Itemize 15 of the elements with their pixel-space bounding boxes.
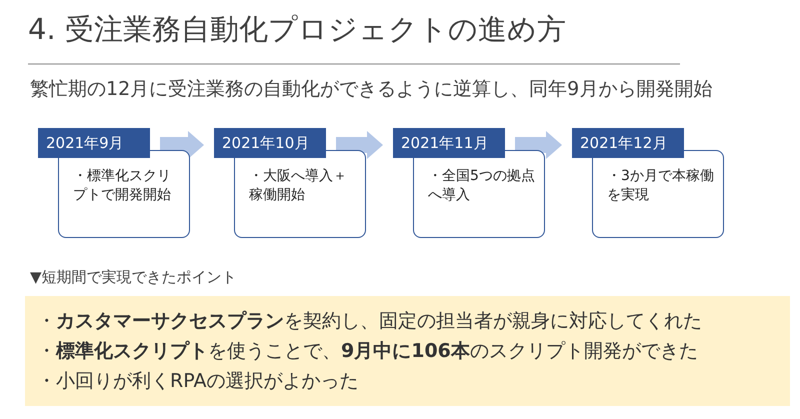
date-tab: 2021年9月 bbox=[38, 128, 150, 158]
note-panel bbox=[25, 296, 790, 406]
point-text: ・小回りが利くRPAの選択がよかった bbox=[37, 369, 358, 394]
text-box: ・標準化スクリプトで開発開始 bbox=[58, 150, 190, 238]
subtitle: 繁忙期の12月に受注業務の自動化ができるように逆算し、同年9月から開発開始 bbox=[30, 77, 712, 102]
date-tab: 2021年12月 bbox=[572, 128, 684, 158]
point-text: ・標準化スクリプトを使うことで、9月中に106本のスクリプト開発ができた bbox=[37, 339, 698, 364]
title: 4. 受注業務自動化プロジェクトの進め方 bbox=[28, 11, 566, 48]
text-box: ・3か月で本稼働を実現 bbox=[592, 150, 724, 238]
text-box: ・全国5つの拠点へ導入 bbox=[413, 150, 545, 238]
text-box: ・大阪へ導入＋稼働開始 bbox=[234, 150, 366, 238]
section-heading: ▼短期間で実現できたポイント bbox=[30, 268, 237, 287]
point-text: ・カスタマーサクセスプランを契約し、固定の担当者が親身に対応してくれた bbox=[37, 309, 702, 334]
date-tab: 2021年10月 bbox=[214, 128, 326, 158]
date-tab: 2021年11月 bbox=[393, 128, 505, 158]
